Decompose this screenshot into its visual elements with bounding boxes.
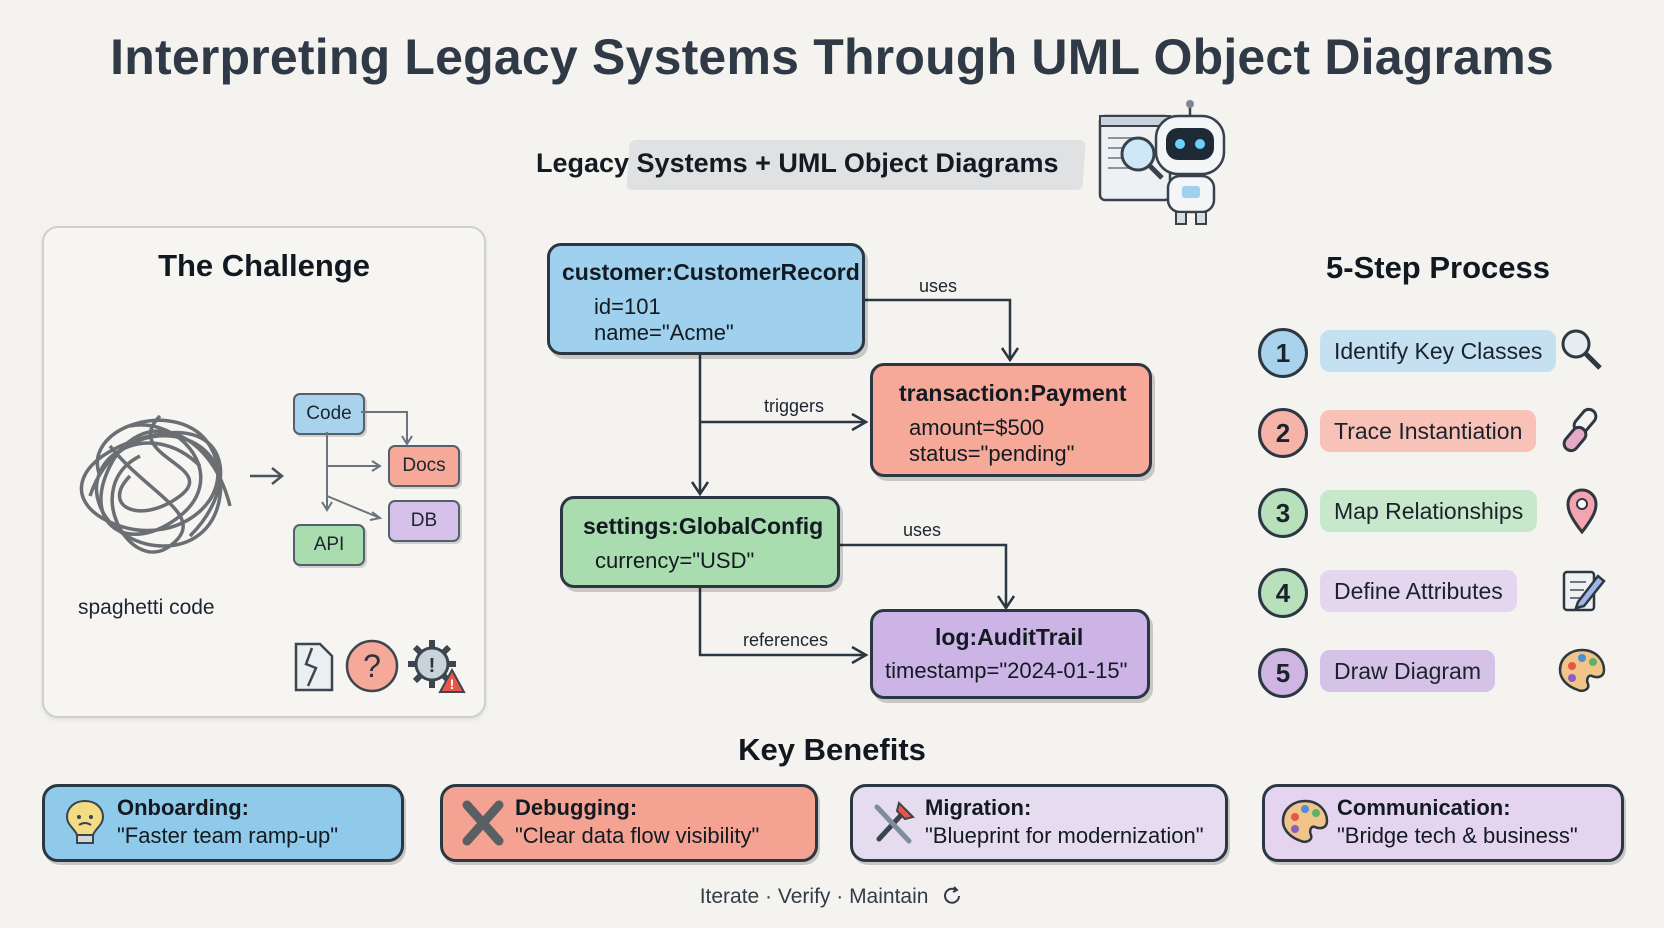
spaghetti-icon <box>79 414 232 554</box>
object-name: log:AuditTrail <box>935 624 1084 650</box>
edge-label-uses: uses <box>919 276 958 296</box>
spaghetti-label: spaghetti code <box>78 596 215 619</box>
step-5: 5 Draw Diagram <box>1258 644 1618 698</box>
benefit-text: "Blueprint for modernization" <box>925 823 1204 848</box>
object-attribute: amount=$500 <box>909 415 1045 440</box>
lightbulb-icon <box>65 799 105 844</box>
object-payment: transaction:Payment amount=$500 status="… <box>870 363 1152 477</box>
palette-icon <box>1281 799 1329 843</box>
benefit-debugging: Debugging: "Clear data flow visibility" <box>440 784 818 862</box>
refresh-icon <box>944 886 961 904</box>
object-audit-trail: log:AuditTrail timestamp="2024-01-15" <box>870 609 1150 699</box>
step-4: 4 Define Attributes <box>1258 564 1618 618</box>
object-attribute: currency="USD" <box>595 548 755 573</box>
object-name: transaction:Payment <box>899 380 1127 406</box>
step-label: Draw Diagram <box>1320 650 1495 692</box>
x-mark-icon <box>462 800 504 846</box>
svg-text:!: ! <box>450 676 455 692</box>
object-name: customer:CustomerRecord <box>562 259 860 285</box>
question-mark-icon: ? <box>345 639 399 693</box>
object-attribute: timestamp="2024-01-15" <box>885 658 1128 683</box>
benefit-title: Communication: <box>1337 795 1511 820</box>
benefit-communication: Communication: "Bridge tech & business" <box>1262 784 1624 862</box>
node-connectors <box>321 411 413 521</box>
palette-icon <box>1558 648 1606 692</box>
step-number: 3 <box>1258 488 1308 538</box>
step-label: Trace Instantiation <box>1320 410 1537 452</box>
benefit-text: "Clear data flow visibility" <box>515 823 760 848</box>
benefit-title: Migration: <box>925 795 1032 820</box>
object-global-config: settings:GlobalConfig currency="USD" <box>560 496 840 588</box>
footer-text: Iterate · Verify · Maintain <box>699 885 929 908</box>
benefit-onboarding: Onboarding: "Faster team ramp-up" <box>42 784 404 862</box>
benefits-title: Key Benefits <box>738 732 926 767</box>
notepad-pencil-icon <box>1562 570 1606 612</box>
node-code: Code <box>293 393 365 435</box>
step-label: Define Attributes <box>1320 570 1517 612</box>
step-number: 2 <box>1258 408 1308 458</box>
benefit-title: Onboarding: <box>117 795 249 820</box>
footer: Iterate · Verify · Maintain <box>0 884 1664 909</box>
page-title: Interpreting Legacy Systems Through UML … <box>110 29 1554 85</box>
magnifier-icon <box>1561 329 1602 370</box>
step-2: 2 Trace Instantiation <box>1258 404 1618 458</box>
object-attribute: status="pending" <box>909 441 1075 466</box>
object-name: settings:GlobalConfig <box>583 513 824 539</box>
benefit-text: "Bridge tech & business" <box>1337 823 1578 848</box>
node-db: DB <box>388 500 460 542</box>
step-3: 3 Map Relationships <box>1258 484 1618 538</box>
benefit-text: "Faster team ramp-up" <box>117 823 339 848</box>
step-label: Identify Key Classes <box>1320 330 1557 372</box>
process-title: 5-Step Process <box>1326 250 1550 285</box>
challenge-panel: The Challenge Code Docs DB API spaghetti… <box>42 226 486 718</box>
object-attribute: name="Acme" <box>594 320 734 345</box>
benefit-title: Debugging: <box>515 795 638 820</box>
map-pin-icon <box>1566 488 1598 534</box>
edge-label-references: references <box>743 630 829 650</box>
step-number: 1 <box>1258 328 1308 378</box>
node-api: API <box>293 524 365 566</box>
benefit-migration: Migration: "Blueprint for modernization" <box>850 784 1228 862</box>
gear-warning-icon: ! ! <box>408 640 466 693</box>
svg-text:?: ? <box>363 648 381 684</box>
edge-label-uses: uses <box>903 520 942 540</box>
chain-link-icon <box>1562 407 1598 453</box>
arrow-right-icon <box>250 467 285 485</box>
svg-text:!: ! <box>429 655 436 677</box>
challenge-title: The Challenge <box>158 248 370 283</box>
step-label: Map Relationships <box>1320 490 1538 532</box>
step-number: 4 <box>1258 568 1308 618</box>
subtitle: Legacy Systems + UML Object Diagrams <box>536 148 1059 178</box>
subtitle-banner: Legacy Systems + UML Object Diagrams <box>520 136 1100 192</box>
step-number: 5 <box>1258 648 1308 698</box>
node-docs: Docs <box>388 445 460 487</box>
object-attribute: id=101 <box>594 294 661 319</box>
tools-icon <box>874 801 915 844</box>
robot-magnifier-icon <box>1098 100 1226 225</box>
step-1: 1 Identify Key Classes <box>1258 324 1618 378</box>
object-customer-record: customer:CustomerRecord id=101 name="Acm… <box>547 243 865 355</box>
broken-document-icon <box>294 642 334 692</box>
edge-label-triggers: triggers <box>764 396 825 416</box>
